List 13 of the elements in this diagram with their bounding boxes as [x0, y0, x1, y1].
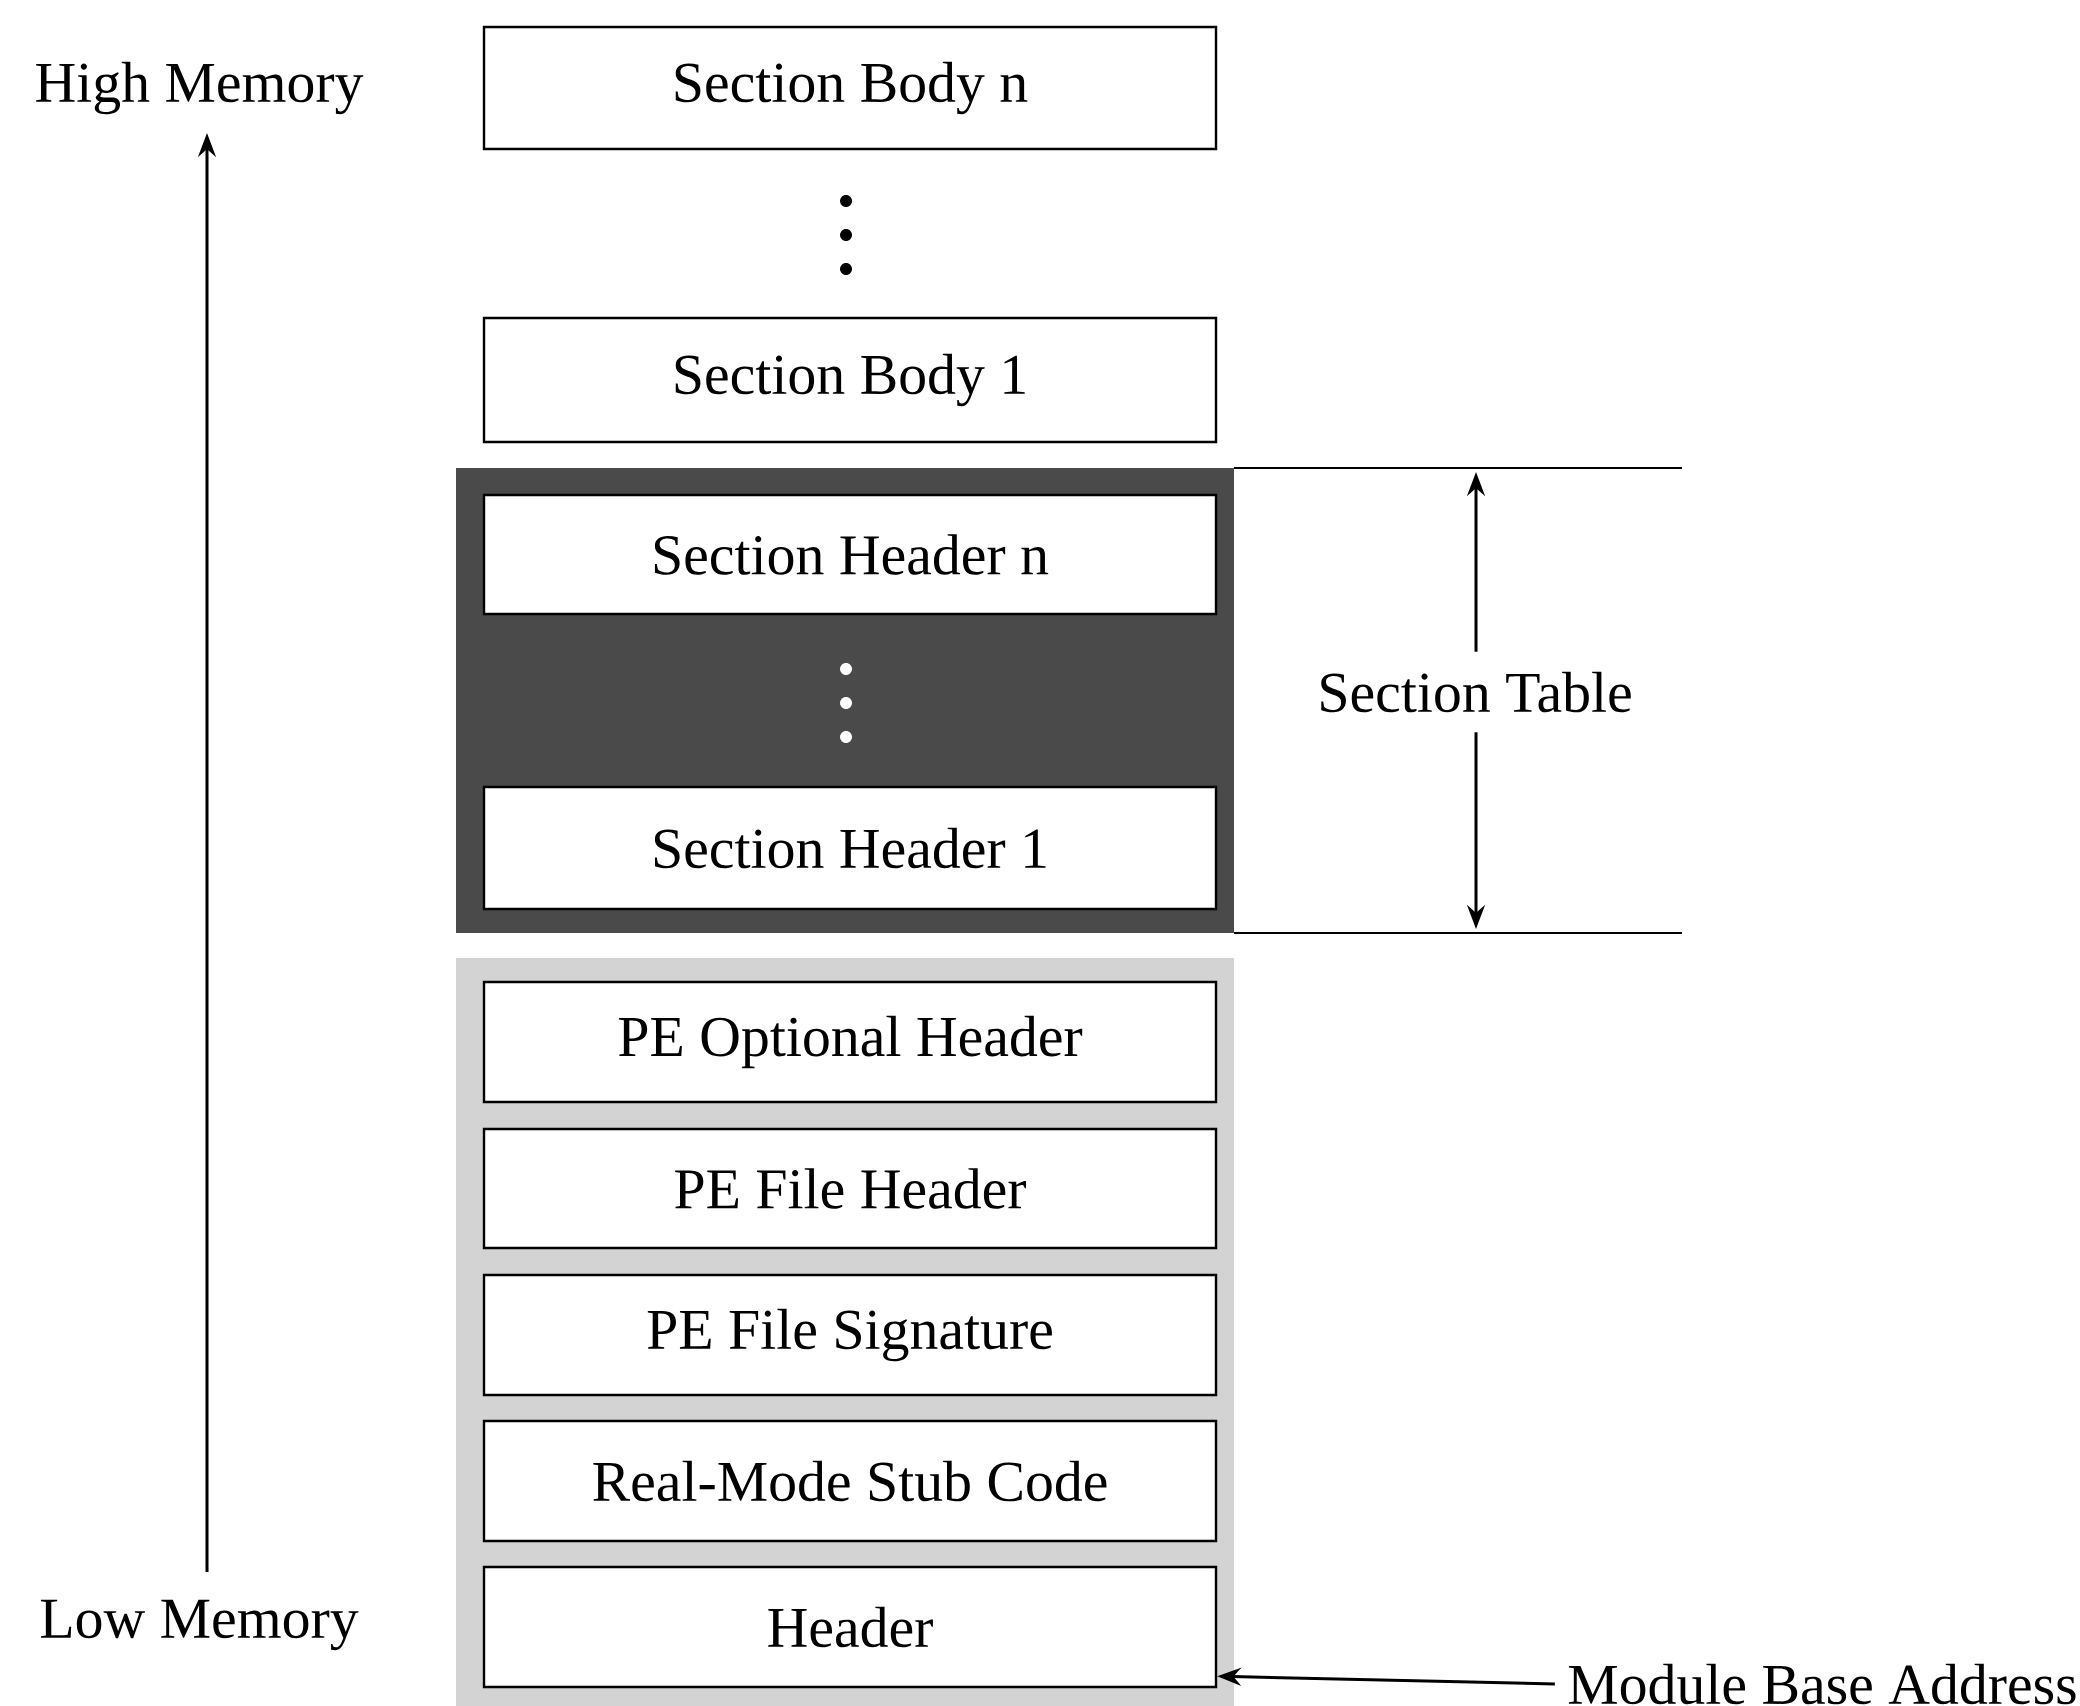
memory-block: Section Body n [482, 25, 1218, 151]
memory-block: Header [482, 1565, 1218, 1689]
axis-label: High Memory [36, 61, 364, 115]
memory-block: Section Body 1 [482, 316, 1218, 444]
memory-block: Real-Mode Stub Code [482, 1419, 1218, 1543]
address-label: Module Base Address [1568, 1663, 2076, 1705]
axis-label: Low Memory [41, 1599, 359, 1651]
memory-block: Section Header n [482, 493, 1218, 616]
memory-block: Section Header 1 [482, 785, 1218, 911]
section-table-label: Section Table [1305, 651, 1645, 733]
memory-block: PE Optional Header [482, 980, 1218, 1104]
memory-block: PE File Signature [482, 1273, 1218, 1397]
memory-block: PE File Header [482, 1127, 1218, 1250]
